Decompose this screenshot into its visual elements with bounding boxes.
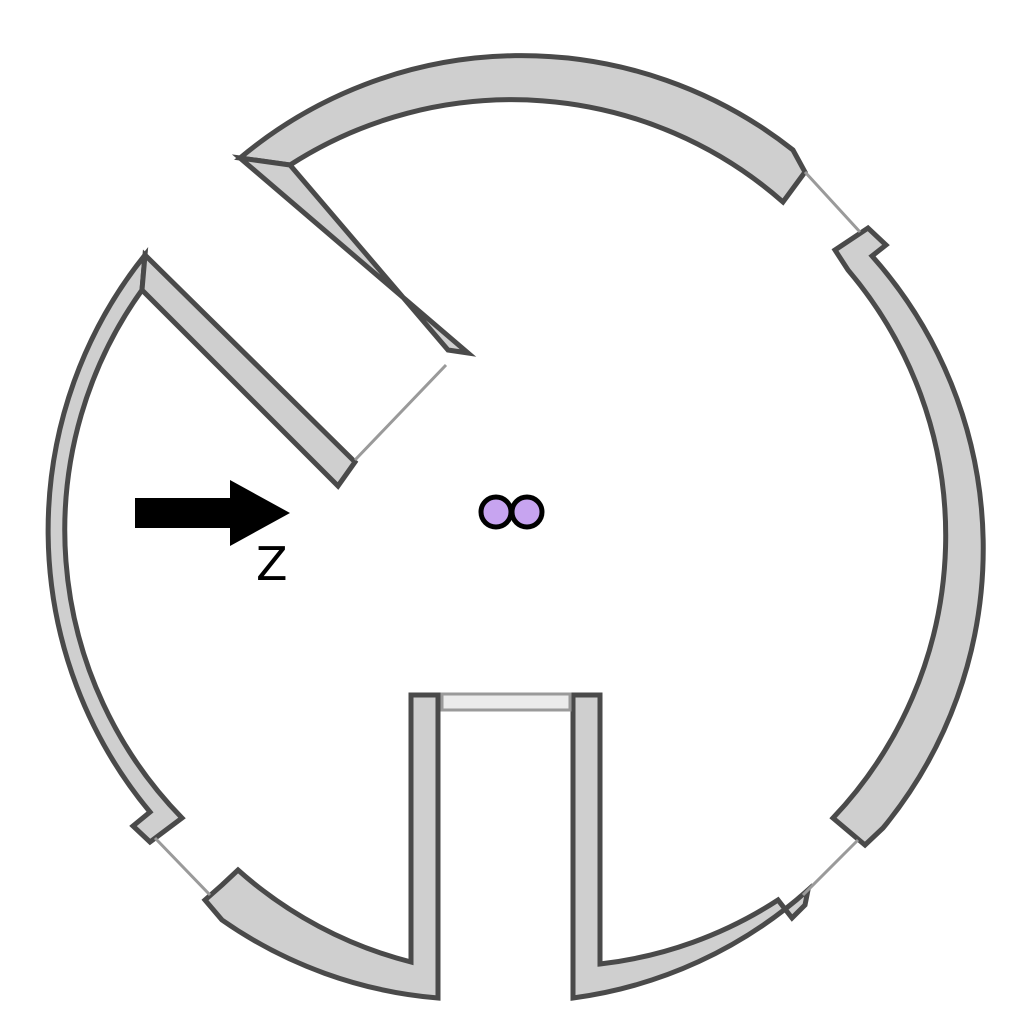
notch-wall-upper — [231, 154, 477, 357]
marker-right — [509, 494, 545, 530]
center-markers — [478, 494, 545, 530]
window-lower-left — [153, 836, 212, 897]
outer-wall-left — [45, 247, 186, 846]
entrance-arrow: Z — [135, 480, 290, 591]
marker-left — [478, 494, 514, 530]
outer-wall-bottom-left — [201, 692, 441, 1001]
window-bottom-opening — [440, 692, 572, 712]
window-notch — [353, 363, 448, 462]
notch-wall-lower — [139, 249, 359, 490]
window-upper-right — [803, 170, 862, 234]
outer-wall-right — [829, 224, 986, 849]
arrow-icon — [135, 480, 290, 546]
outer-wall-top — [234, 53, 808, 206]
arrow-label: Z — [256, 537, 288, 591]
outer-wall-bottom-right — [570, 692, 812, 1001]
window-lower-right — [801, 838, 860, 897]
